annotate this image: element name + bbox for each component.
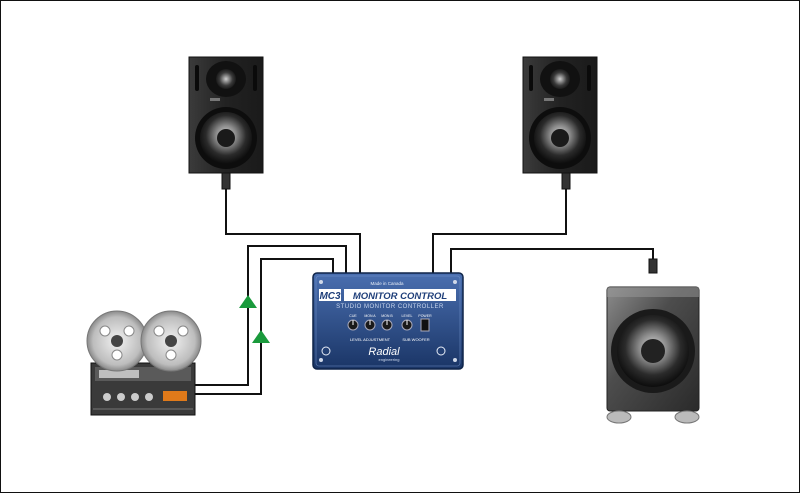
knob-label-mon-a: MON A [364,314,376,318]
model-label: MC3 [319,291,341,302]
made-in-label: Made in Canada [370,281,404,286]
knob-label-mon-b: MON B [381,314,393,318]
subwoofer [606,258,700,424]
knob-label-cue: CUE [349,314,357,318]
sub-woofer-label: SUB WOOFER [402,337,429,342]
left-monitor-speaker [188,56,264,190]
mc3-controller: Made in Canada MC3 MONITOR CONTROL STUDI… [312,272,464,370]
knob-label-power: POWER [418,314,432,318]
title-label: MONITOR CONTROL [353,291,447,302]
right-monitor-speaker [522,56,598,190]
subtitle-label: STUDIO MONITOR CONTROLLER [336,304,444,310]
knob-mon-b [381,319,393,331]
reel-to-reel-tape-deck [86,310,202,416]
cable-right-speaker [432,189,567,273]
signal-arrow-icon [239,295,257,308]
knob-cue [347,319,359,331]
power-switch [420,318,430,332]
knob-mon-a [364,319,376,331]
cable-subwoofer [450,248,654,273]
signal-arrow-icon [252,330,270,343]
cable-tape-2 [194,258,334,395]
cable-tape-1 [194,245,347,386]
level-adjustment-label: LEVEL ADJUSTMENT [350,337,391,342]
cable-left-speaker [225,189,361,273]
knob-level [401,319,413,331]
brand-sub-label: engineering [379,357,400,362]
brand-label: Radial [368,346,400,358]
knob-label-level: LEVEL [402,314,413,318]
